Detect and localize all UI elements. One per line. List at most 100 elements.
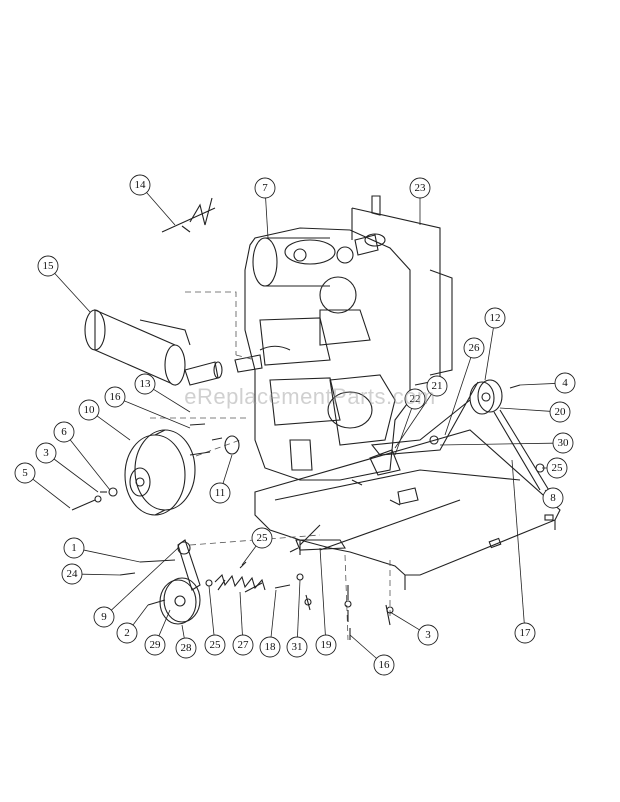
callout-leader <box>270 589 277 638</box>
callout-circle <box>484 307 506 329</box>
callout-4: 4 <box>519 372 576 394</box>
callout-label: 15 <box>43 260 55 272</box>
callout-leader <box>444 357 472 436</box>
callout-30: 30 <box>439 432 574 454</box>
callout-leader <box>499 407 551 412</box>
callout-circle <box>546 457 568 479</box>
callout-leader <box>222 454 233 484</box>
callout-25: 25 <box>241 527 273 566</box>
callout-label: 12 <box>490 312 501 324</box>
callout-leader <box>32 478 71 509</box>
clutch-pulley <box>124 429 196 516</box>
callout-circle <box>14 462 36 484</box>
callout-circle <box>204 634 226 656</box>
callout-circle <box>37 255 59 277</box>
callout-circle <box>417 624 439 646</box>
callout-leader <box>96 415 131 441</box>
callout-label: 14 <box>135 179 147 191</box>
callout-circle <box>116 622 138 644</box>
callout-leader <box>111 547 179 611</box>
callout-label: 9 <box>101 611 107 623</box>
callout-8: 8 <box>542 487 564 509</box>
callout-label: 25 <box>210 639 222 651</box>
callout-circle <box>35 442 57 464</box>
callout-circle <box>61 563 83 585</box>
callout-circle <box>426 375 448 397</box>
callout-label: 26 <box>469 342 481 354</box>
callout-17: 17 <box>511 459 536 644</box>
callout-label: 19 <box>321 639 333 651</box>
callout-circle <box>232 634 254 656</box>
callout-leader <box>239 591 243 636</box>
callout-label: 1 <box>71 542 77 554</box>
callout-label: 8 <box>550 492 556 504</box>
callout-leader <box>54 273 91 313</box>
idler-arm <box>119 539 201 625</box>
callout-leader <box>124 400 191 429</box>
callout-leader <box>265 197 269 239</box>
callout-label: 25 <box>552 462 564 474</box>
callout-circle <box>209 482 231 504</box>
callout-circle <box>552 432 574 454</box>
radiator-screen <box>351 195 453 386</box>
callout-label: 24 <box>67 568 79 580</box>
callout-label: 30 <box>558 437 570 449</box>
callout-label: 20 <box>555 406 567 418</box>
callout-circle <box>175 637 197 659</box>
callout-label: 31 <box>292 641 303 653</box>
callout-label: 13 <box>140 378 152 390</box>
callout-5: 5 <box>14 462 71 509</box>
callout-circle <box>129 174 151 196</box>
callout-label: 7 <box>262 182 268 194</box>
callout-leader <box>241 545 257 566</box>
callout-circle <box>144 634 166 656</box>
callout-leader <box>146 192 176 226</box>
deck-frame <box>254 429 561 590</box>
callout-leader <box>519 383 556 386</box>
callout-circle <box>259 636 281 658</box>
pulley-and-belt <box>370 379 551 493</box>
callout-circle <box>373 654 395 676</box>
callout-6: 6 <box>53 421 111 491</box>
callout-22: 22 <box>394 388 426 456</box>
callout-24: 24 <box>61 563 121 585</box>
callout-leader <box>349 634 377 659</box>
callout-circle <box>409 177 431 199</box>
callout-23: 23 <box>409 177 431 225</box>
callout-circle <box>63 537 85 559</box>
callout-25: 25 <box>204 585 226 656</box>
callout-label: 28 <box>181 642 193 654</box>
callout-circle <box>78 399 100 421</box>
callout-label: 25 <box>257 532 269 544</box>
callout-label: 10 <box>84 404 96 416</box>
callout-1: 1 <box>63 537 141 563</box>
callout-label: 29 <box>150 639 162 651</box>
callout-leader <box>389 611 420 631</box>
callout-label: 27 <box>238 639 250 651</box>
callout-18: 18 <box>259 589 281 658</box>
callout-leader <box>208 585 215 636</box>
callout-2: 2 <box>116 604 149 644</box>
callout-label: 11 <box>215 487 226 499</box>
callout-leader <box>394 408 413 456</box>
callout-label: 3 <box>43 447 49 459</box>
callout-10: 10 <box>78 399 131 441</box>
callout-leader <box>153 388 191 413</box>
callout-circle <box>286 636 308 658</box>
callout-28: 28 <box>175 624 197 659</box>
callout-leader <box>83 549 141 563</box>
spring <box>205 561 304 593</box>
callout-label: 2 <box>124 627 130 639</box>
callout-label: 23 <box>415 182 427 194</box>
callout-leader <box>319 547 326 636</box>
callout-29: 29 <box>144 609 171 656</box>
callout-19: 19 <box>315 547 337 656</box>
callout-circle <box>93 606 115 628</box>
callout-leader <box>439 442 554 446</box>
callout-label: 22 <box>410 393 421 405</box>
callout-leader <box>297 579 301 638</box>
callout-circle <box>549 401 571 423</box>
callout-16: 16 <box>349 634 395 676</box>
callout-15: 15 <box>37 255 91 313</box>
